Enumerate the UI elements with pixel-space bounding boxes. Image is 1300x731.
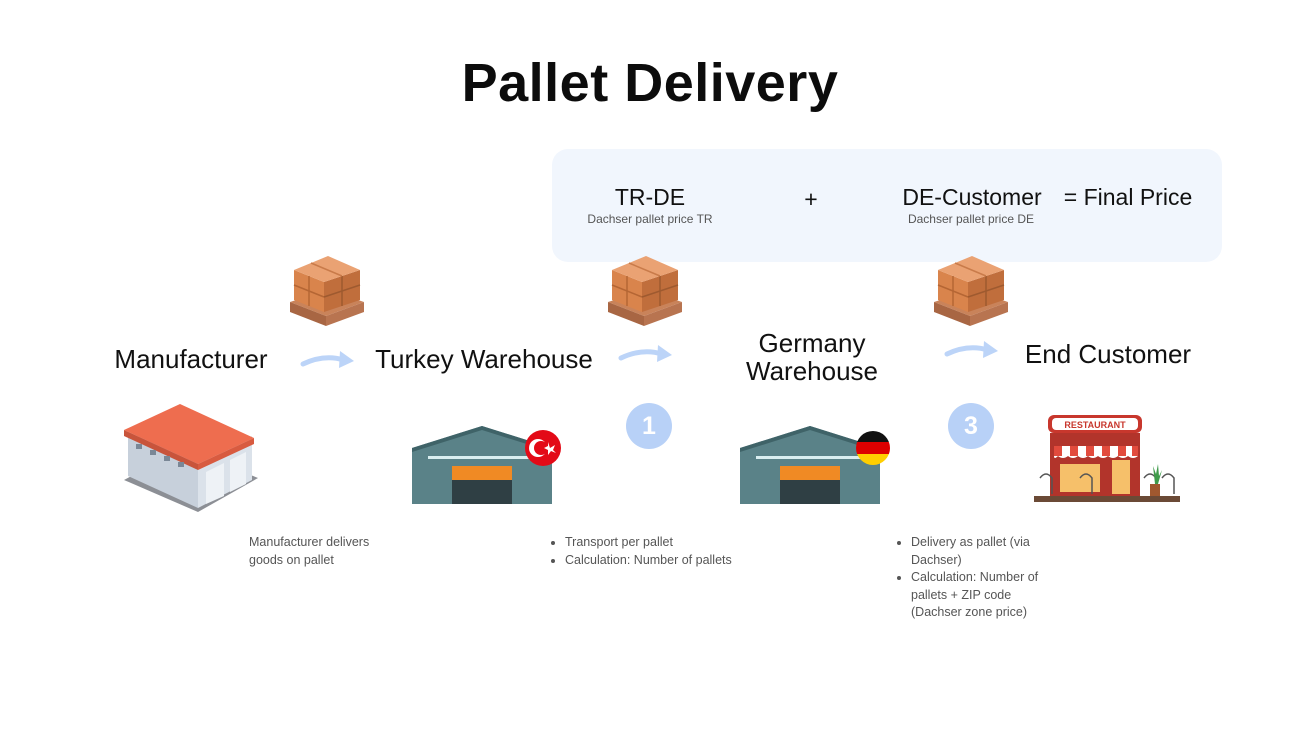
stage-germany-warehouse-line1: Germany (758, 328, 866, 358)
stage-turkey-warehouse: Turkey Warehouse (375, 344, 593, 374)
step-badge-3: 3 (948, 403, 994, 449)
arrow-icon (944, 341, 998, 358)
note-delivery-item: Delivery as pallet (via Dachser) (911, 534, 1055, 569)
stage-end-customer: End Customer (1024, 339, 1192, 369)
pallet-boxes-icon (608, 256, 682, 326)
leg1-code: TR-DE (614, 184, 686, 210)
factory-icon (124, 404, 258, 512)
note-manufacturer: Manufacturer delivers goods on pallet (249, 535, 370, 567)
note-delivery: Delivery as pallet (via Dachser) Calcula… (895, 534, 1055, 622)
page-title: Pallet Delivery (461, 53, 839, 113)
note-transport: Transport per pallet Calculation: Number… (549, 534, 779, 569)
stage-germany-warehouse-line2: Warehouse (746, 356, 878, 386)
warehouse-icon (412, 426, 561, 504)
note-delivery-item: Calculation: Number of pallets + ZIP cod… (911, 569, 1055, 622)
warehouse-icon (740, 426, 890, 504)
leg2-subtitle: Dachser pallet price DE (907, 212, 1035, 226)
leg1-subtitle: Dachser pallet price TR (587, 212, 713, 226)
pallet-boxes-icon (934, 256, 1008, 326)
arrow-icon (618, 345, 672, 362)
pallet-boxes-icon (290, 256, 364, 326)
plus-sign: + (804, 186, 818, 212)
pricing-panel (552, 149, 1222, 262)
restaurant-sign-text: RESTAURANT (1064, 420, 1126, 430)
final-price-label: = Final Price (1063, 184, 1193, 210)
arrow-icon (300, 351, 354, 368)
restaurant-icon: RESTAURANT (1034, 415, 1180, 502)
step-badge-1: 1 (626, 403, 672, 449)
note-transport-item: Transport per pallet (565, 534, 779, 552)
leg2-code: DE-Customer (902, 184, 1042, 210)
note-transport-item: Calculation: Number of pallets (565, 552, 779, 570)
stage-manufacturer: Manufacturer (114, 344, 268, 374)
germany-flag-icon (856, 431, 890, 465)
